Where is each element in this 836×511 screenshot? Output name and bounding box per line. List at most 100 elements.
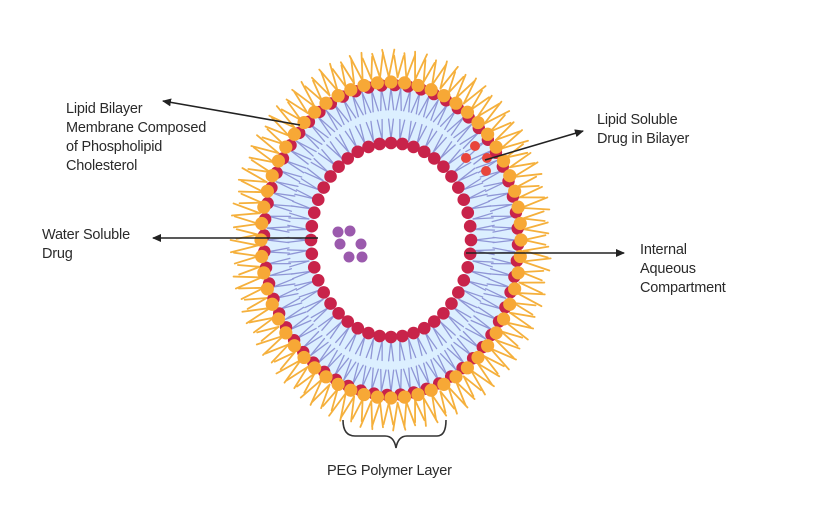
inner-head [362,326,375,340]
outer-head [481,127,495,141]
lipid-tail [380,87,387,111]
outer-head [511,266,525,280]
lipid-tail [295,280,315,291]
lipid-tail [326,321,343,336]
outer-head [257,200,271,214]
lipid-tail [361,91,372,114]
outer-head [496,312,511,326]
peg-strand [350,395,356,423]
peg-strand [283,359,302,384]
lipid-tail [452,306,472,319]
peg-strand [500,330,519,347]
peg-strand [512,161,539,178]
lipid-tail [439,353,457,371]
lipid-tail [458,298,476,313]
lipid-tail [300,178,319,191]
peg-strand [387,402,395,426]
lipid-tail [342,98,357,119]
outer-head [511,200,525,214]
peg-strand [232,222,260,229]
peg-strand [240,286,265,300]
lipid-tail [492,239,516,244]
lipid-tail [463,182,484,191]
lipid-tail [361,365,367,389]
lipid-tail [309,123,326,143]
outer-head [503,297,517,311]
lipid-tail [489,203,513,212]
peg-strand [318,68,339,92]
lipid-tail [310,161,330,174]
lipid-tail [266,239,290,244]
peg-strand [518,185,543,199]
lipid-soluble-drug [482,153,492,163]
outer-head [411,78,425,93]
peg-strand [266,128,285,146]
peg-strand [455,381,467,407]
lipid-tail [284,159,307,169]
lipid-tail [467,280,488,287]
peg-strand [287,101,302,121]
lipid-tail [279,170,301,183]
lipid-tail [338,326,350,346]
lipid-tail [309,337,326,357]
lipid-tail [463,178,482,191]
peg-strand [500,129,523,150]
outer-head [271,312,286,326]
peg-strand [238,201,263,205]
peg-strand [512,173,543,178]
lipid-tail [309,341,329,357]
lipid-tail [491,257,515,265]
outer-head [279,326,293,340]
peg-strand [264,343,290,355]
lipid-tail [418,364,430,386]
lipid-tail [475,159,498,169]
lipid-tail [487,278,510,288]
peg-strand [248,156,275,164]
lipid-tail [432,136,447,154]
peg-strand [470,369,486,396]
outer-head [384,391,398,405]
lipid-tail [352,94,359,118]
peg-strand [250,145,280,155]
peg-strand [231,212,261,217]
peg-strand [360,51,364,82]
peg-strand [293,90,309,114]
lipid-tail [321,314,336,331]
peg-strand [381,48,390,78]
peg-strand [293,366,309,390]
lipid-tail [286,249,309,252]
peg-strand [520,206,551,211]
peg-strand [382,402,390,426]
lipid-tail [407,121,417,142]
lipid-tail [402,368,412,391]
lipid-tail [310,306,330,319]
outer-head [449,96,463,110]
lipid-tail [446,116,465,133]
peg-strand [328,392,347,417]
peg-strand [509,311,532,328]
lipid-tail [352,364,364,386]
lipid-tail [458,171,478,182]
peg-strand [256,134,280,155]
inner-head [317,286,330,299]
lipid-tail [472,260,494,263]
outer-head [449,370,463,384]
peg-strand [237,286,265,290]
inner-head [463,247,477,261]
outer-head [260,184,274,198]
lipid-tail [399,119,406,141]
peg-strand [495,130,521,141]
peg-strand [476,362,493,386]
lipid-tail [390,369,395,393]
lipid-tail [359,335,366,357]
peg-strand [229,239,259,247]
lipid-tail [492,247,516,253]
outer-head [307,361,322,375]
outer-head [489,140,503,154]
lipid-tail [329,321,343,339]
peg-strand [339,61,356,85]
peg-strand [236,264,261,268]
peg-strand [245,307,272,325]
peg-strand [331,68,347,88]
water-soluble-drug [355,238,367,250]
